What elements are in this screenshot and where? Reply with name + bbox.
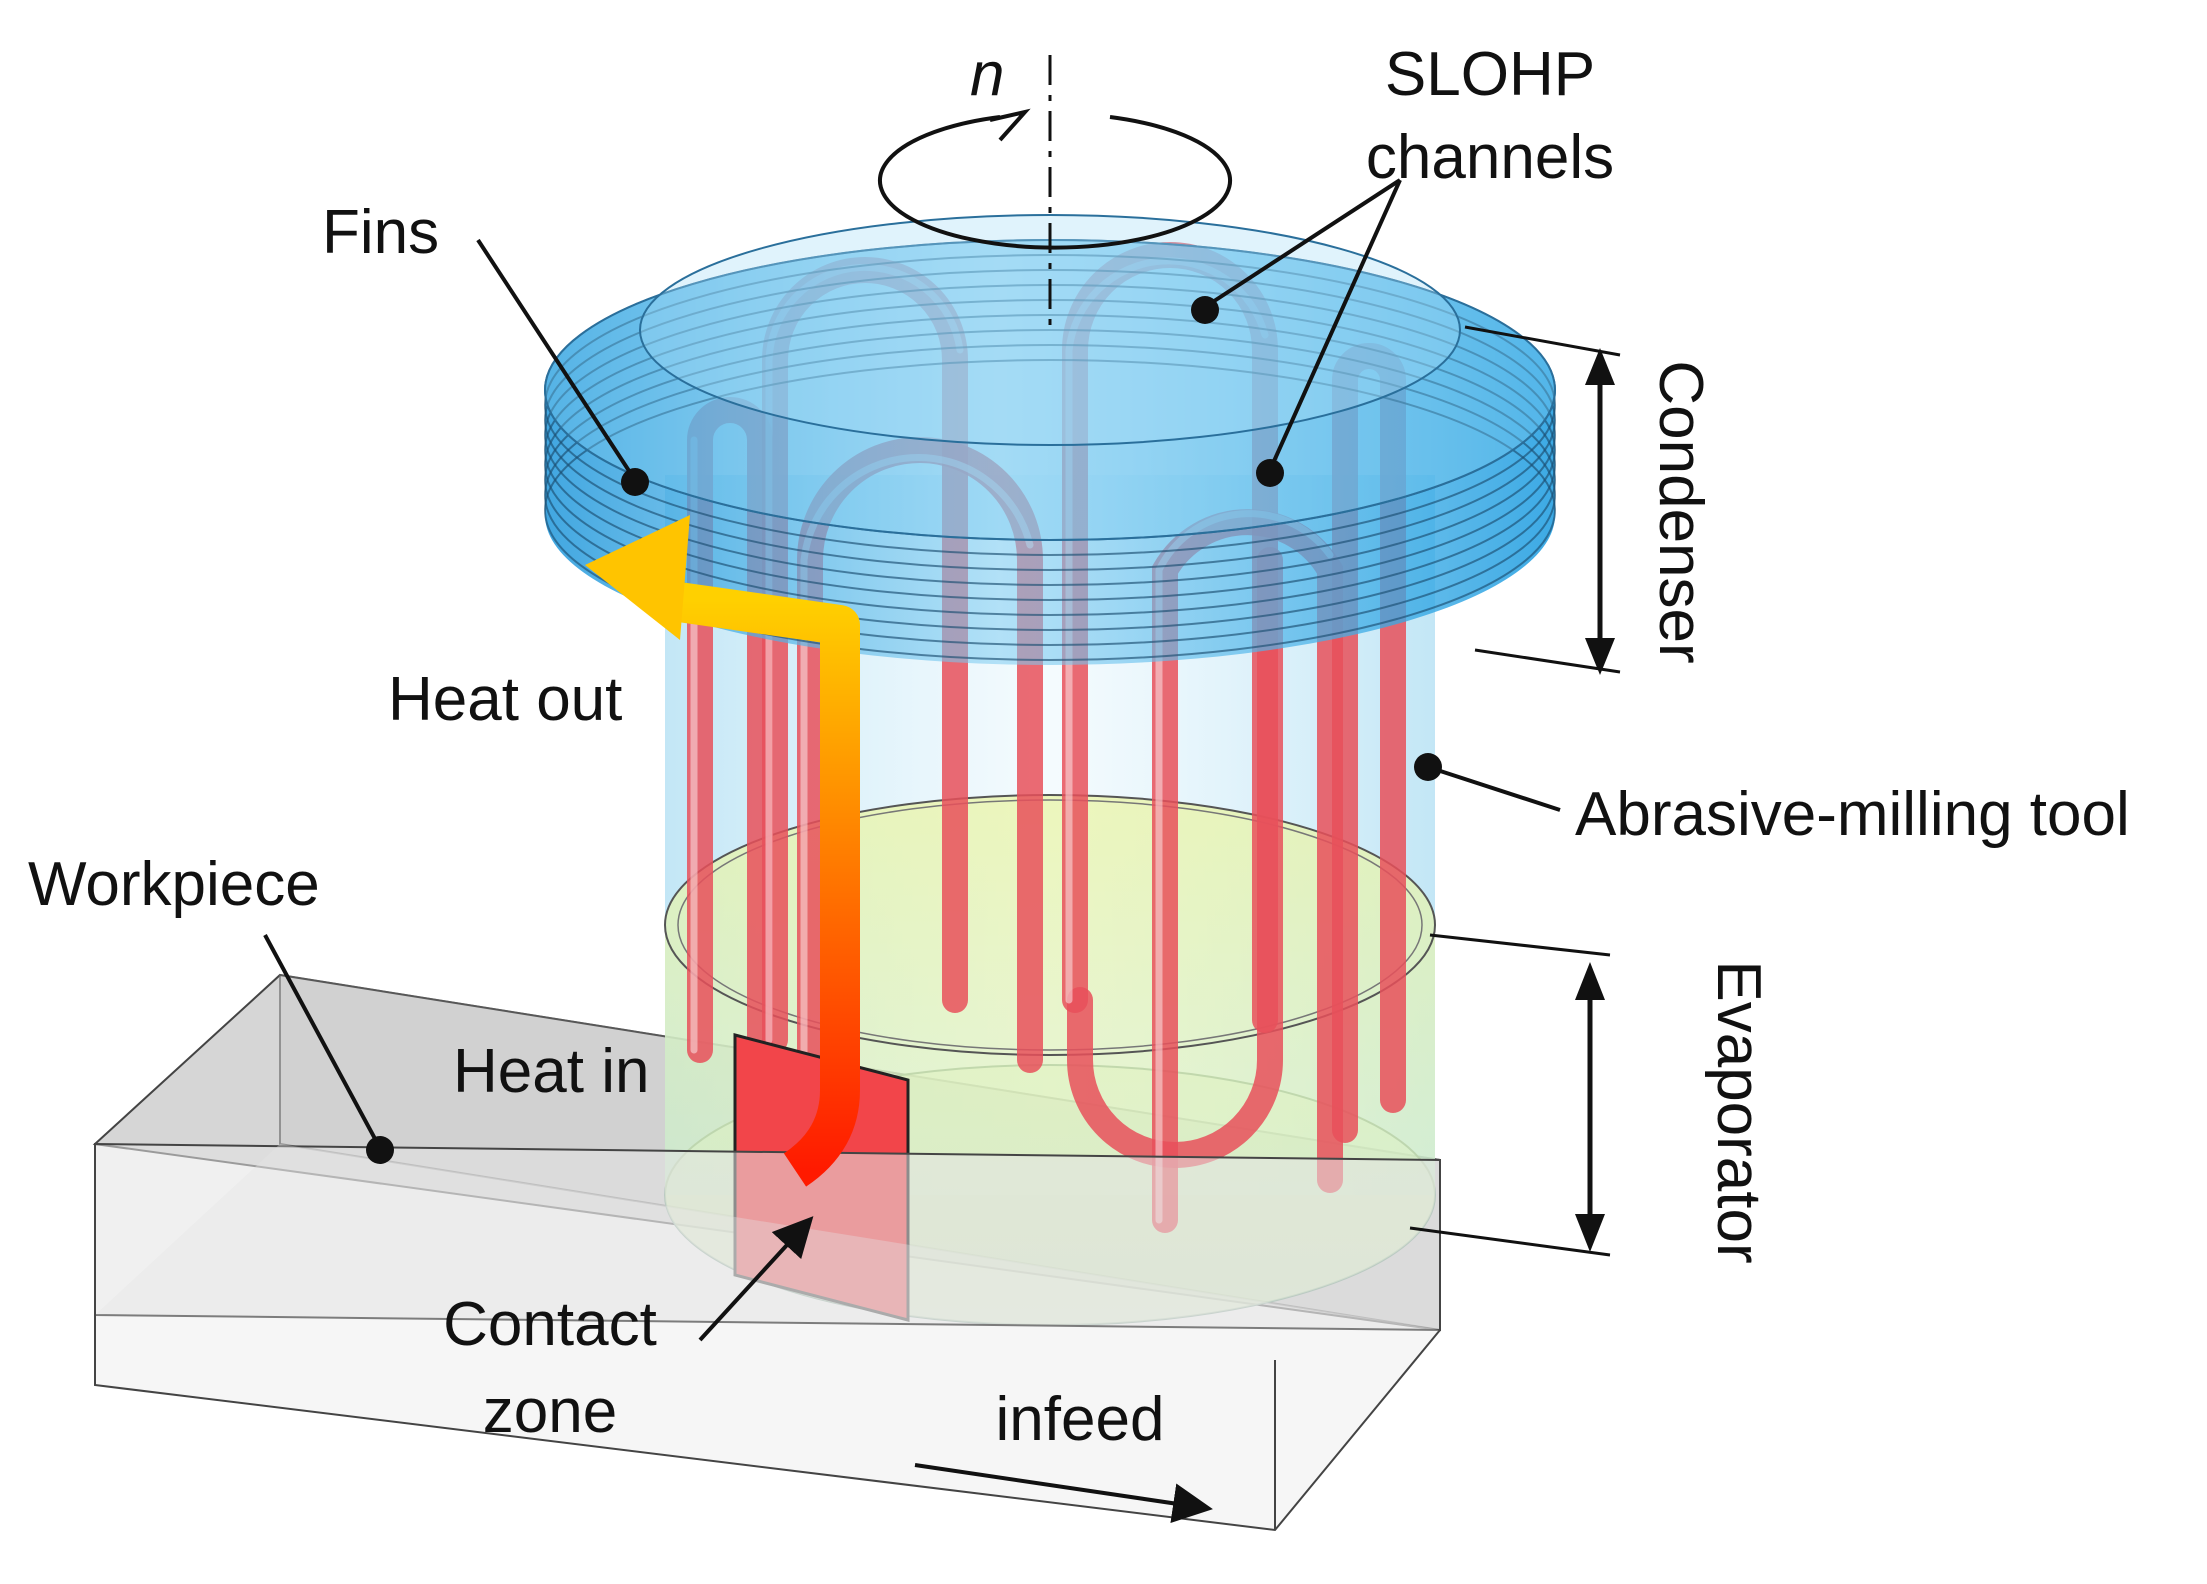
leaders — [263, 178, 1561, 1524]
evaporator-top-edge — [664, 794, 1436, 1056]
workpiece-dot — [366, 1136, 394, 1164]
infeed-arrow — [914, 1463, 1213, 1524]
evaporator-inner-edge — [677, 799, 1423, 1051]
heat-arrow-head — [585, 515, 690, 640]
condenser-ext-bottom — [1474, 648, 1621, 674]
condenser-label: Condenser — [1646, 360, 1715, 663]
slohp-leader-2 — [1268, 179, 1402, 471]
slohp-dot-2 — [1256, 459, 1284, 487]
infeed-label: infeed — [996, 1385, 1165, 1454]
slohp-label-line2: channels — [1366, 123, 1614, 192]
rotation-circle — [878, 115, 1232, 250]
rotation-indicator: n — [878, 40, 1232, 325]
abrasive-tool-label: Abrasive-milling tool — [1575, 780, 2130, 849]
slohp-leader-1 — [1203, 178, 1402, 309]
evaporator-label: Evaporator — [1704, 960, 1773, 1263]
tool-dot — [1414, 753, 1442, 781]
workpiece-label: Workpiece — [28, 850, 320, 919]
evaporator-ext-top — [1429, 933, 1611, 957]
condenser-dimension: Condenser — [1464, 325, 1715, 675]
condenser-arrow-bottom — [1585, 638, 1615, 675]
heat-flow-arrow — [585, 515, 860, 1187]
condenser-arrow-top — [1585, 348, 1615, 385]
fins-stack — [544, 214, 1556, 665]
workpiece-bottom-shade — [95, 1144, 1440, 1530]
workpiece-bottom-edges — [94, 1144, 1441, 1532]
slohp-label-line1: SLOHP — [1385, 40, 1595, 109]
slohp-dot-1 — [1191, 296, 1219, 324]
fins-label: Fins — [322, 198, 439, 267]
heat-in-label: Heat in — [453, 1037, 649, 1106]
workpiece-leader — [263, 934, 382, 1149]
fins-body — [545, 240, 1555, 665]
evaporator-arrow-top — [1575, 962, 1605, 1000]
fins-dot — [621, 468, 649, 496]
contact-zone-label-line2: zone — [483, 1377, 617, 1446]
evaporator-arrow-bottom — [1575, 1214, 1605, 1252]
fins-leader — [476, 238, 637, 482]
contact-zone-leader — [698, 1216, 814, 1342]
workpiece-front — [94, 1142, 1441, 1532]
evaporator-ext-bottom — [1409, 1226, 1611, 1257]
evaporator-dimension: Evaporator — [1409, 933, 1773, 1264]
condenser-ext-top — [1464, 325, 1621, 357]
contact-zone-label-line1: Contact — [443, 1290, 657, 1359]
heat-out-label: Heat out — [388, 665, 622, 734]
heat-flow-path — [662, 580, 860, 1187]
rotation-label: n — [970, 40, 1004, 109]
rotation-arrowhead — [989, 108, 1031, 142]
tool-leader — [1427, 765, 1561, 812]
